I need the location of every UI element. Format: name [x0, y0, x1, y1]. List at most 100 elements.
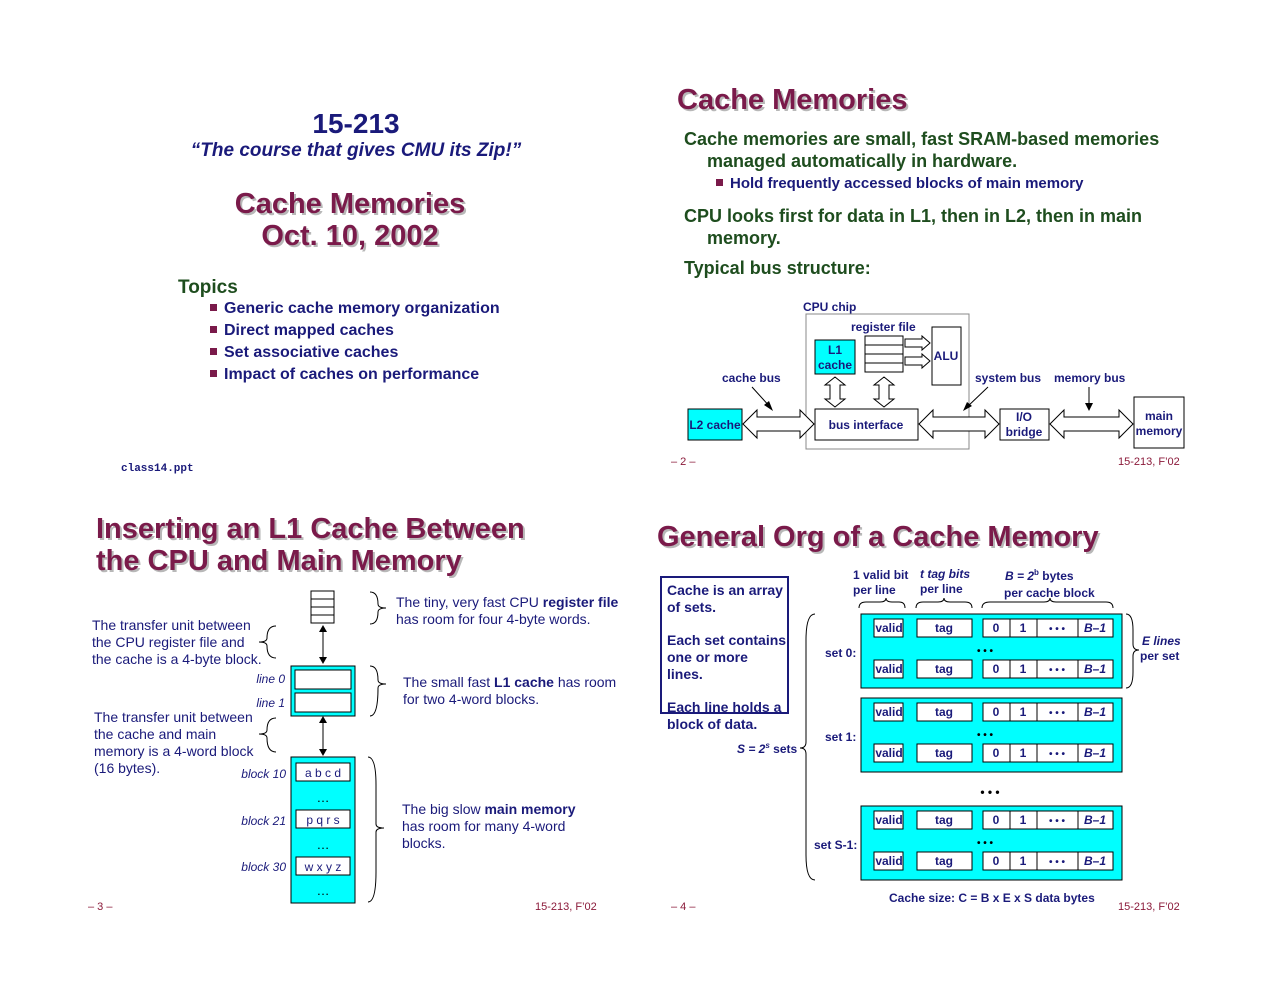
- byte-1: 1: [1020, 854, 1027, 868]
- point-2: CPU looks first for data in L1, then in …: [684, 206, 1143, 248]
- byte-1: 1: [1020, 662, 1027, 676]
- tag-label: tag: [935, 854, 953, 868]
- topic-item: Generic cache memory organization: [210, 300, 500, 322]
- svg-text:per set: per set: [1140, 649, 1179, 663]
- valid-cell: [873, 851, 904, 871]
- byte-0: 0: [993, 705, 1000, 719]
- svg-text:L2 cache: L2 cache: [689, 418, 741, 432]
- valid-cell: [873, 743, 904, 763]
- block-cells: [982, 851, 1114, 871]
- slide2-title: Cache Memories: [677, 84, 908, 116]
- memory-bus-label: memory bus: [1054, 371, 1126, 385]
- valid-label: valid: [875, 621, 902, 635]
- valid-cell: [873, 810, 904, 830]
- valid-cell: [873, 659, 904, 679]
- block-cells: [982, 659, 1114, 679]
- byte-dots: • • •: [1049, 665, 1066, 676]
- svg-text:set S-1:: set S-1:: [814, 838, 857, 852]
- svg-text:• • •: • • •: [980, 785, 999, 799]
- byte-1: 1: [1020, 813, 1027, 827]
- topic-item: Set associative caches: [210, 344, 500, 366]
- register-file: [310, 590, 335, 624]
- svg-text:1 valid bit: 1 valid bit: [853, 568, 908, 582]
- svg-text:bus interface: bus interface: [829, 418, 904, 432]
- byte-0: 0: [993, 662, 1000, 676]
- topic-item: Impact of caches on performance: [210, 366, 500, 388]
- lines-dots: • • •: [977, 646, 994, 657]
- svg-text:bridge: bridge: [1006, 425, 1043, 439]
- slide3-footer: 15-213, F’02: [535, 901, 597, 913]
- block-cells: [982, 618, 1114, 638]
- valid-label: valid: [875, 813, 902, 827]
- svg-text:t tag bits: t tag bits: [920, 567, 970, 581]
- svg-text:a b c d: a b c d: [305, 766, 341, 780]
- slide2-footer: 15-213, F’02: [1118, 456, 1180, 468]
- tag-cell: [916, 618, 973, 638]
- cpu-chip-label: CPU chip: [803, 300, 856, 314]
- svg-text:per cache block: per cache block: [1004, 586, 1095, 600]
- svg-text:line 0: line 0: [256, 672, 285, 686]
- block-cells: [982, 743, 1114, 763]
- slide4-footer: 15-213, F’02: [1118, 901, 1180, 913]
- alu-box: [931, 326, 962, 386]
- tag-label: tag: [935, 621, 953, 635]
- svg-text:E lines: E lines: [1142, 634, 1181, 648]
- svg-text:main: main: [1145, 409, 1173, 423]
- svg-text:…: …: [317, 837, 330, 852]
- file-name: class14.ppt: [121, 463, 194, 475]
- byte-1: 1: [1020, 621, 1027, 635]
- tag-cell: [916, 659, 973, 679]
- byte-last: B–1: [1084, 621, 1106, 635]
- byte-last: B–1: [1084, 854, 1106, 868]
- svg-text:p q r s: p q r s: [306, 813, 339, 827]
- byte-0: 0: [993, 746, 1000, 760]
- register-file-label: register file: [851, 320, 916, 334]
- system-bus-label: system bus: [975, 371, 1041, 385]
- l2-cache-box: [687, 408, 743, 441]
- tag-cell: [916, 702, 973, 722]
- byte-dots: • • •: [1049, 816, 1066, 827]
- tag-cell: [916, 810, 973, 830]
- svg-text:memory: memory: [1136, 424, 1183, 438]
- svg-text:S = 2s sets: S = 2s sets: [737, 741, 797, 756]
- svg-text:per line: per line: [920, 582, 963, 596]
- block-10: [295, 762, 351, 782]
- byte-0: 0: [993, 854, 1000, 868]
- block-cells: [982, 810, 1114, 830]
- byte-last: B–1: [1084, 813, 1106, 827]
- slide2-page-number: – 2 –: [671, 456, 696, 468]
- byte-last: B–1: [1084, 705, 1106, 719]
- byte-dots: • • •: [1049, 708, 1066, 719]
- svg-text:…: …: [317, 883, 330, 898]
- byte-dots: • • •: [1049, 749, 1066, 760]
- l1-cache-note: The small fast L1 cache has room for two…: [403, 674, 617, 707]
- main-memory-note: The big slow main memory has room for ma…: [402, 801, 576, 851]
- register-file-note: The tiny, very fast CPU register file ha…: [396, 594, 619, 627]
- svg-text:…: …: [317, 790, 330, 805]
- valid-label: valid: [875, 854, 902, 868]
- tag-cell: [916, 743, 973, 763]
- course-motto: “The course that gives CMU its Zip!”: [190, 140, 522, 161]
- valid-label: valid: [875, 746, 902, 760]
- byte-0: 0: [993, 813, 1000, 827]
- byte-dots: • • •: [1049, 624, 1066, 635]
- slide4-title: General Org of a Cache Memory: [657, 521, 1099, 553]
- lines-dots: • • •: [977, 838, 994, 849]
- svg-text:ALU: ALU: [934, 349, 959, 363]
- byte-last: B–1: [1084, 746, 1106, 760]
- slide1-title-line2: Oct. 10, 2002: [261, 220, 439, 252]
- cache-bus-label: cache bus: [722, 371, 781, 385]
- byte-last: B–1: [1084, 662, 1106, 676]
- bus-structure-diagram: CPU chip register file L1 cache ALU bus …: [687, 300, 1185, 450]
- block-cells: [982, 702, 1114, 722]
- valid-cell: [873, 702, 904, 722]
- topic-item: Direct mapped caches: [210, 322, 500, 344]
- svg-text:per line: per line: [853, 583, 896, 597]
- tag-label: tag: [935, 746, 953, 760]
- svg-text:B = 2b bytes: B = 2b bytes: [1005, 568, 1074, 583]
- subpoint: Hold frequently accessed blocks of main …: [716, 175, 1083, 192]
- l1-line-0: [294, 669, 352, 690]
- tag-label: tag: [935, 662, 953, 676]
- cache-organization-diagram: 1 valid bit per line t tag bits per line…: [737, 567, 1181, 905]
- lines-dots: • • •: [977, 730, 994, 741]
